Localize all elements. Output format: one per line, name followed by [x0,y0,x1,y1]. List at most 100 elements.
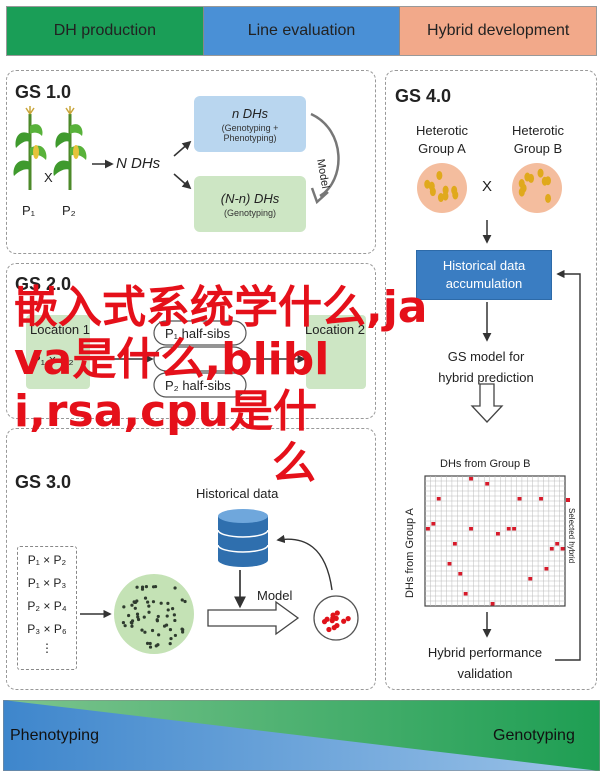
gs4-gs-model-line1: GS model for [447,349,525,364]
selected-hybrid-cell [458,572,463,576]
gs3-panel [6,428,376,690]
gs4-hollow-down-arrow-icon [470,383,504,423]
gs2-location1-box [26,315,90,389]
gs3-graphics [80,509,359,654]
selected-hybrid-cell [452,542,457,546]
population-dot [121,621,126,625]
gs2-half1-label: P₁ half-sibs [165,326,231,341]
selected-hybrid-cell [436,497,441,501]
gs1-prediction-sub: (Genotyping) [223,207,277,218]
population-dot [181,630,185,634]
population-dot [130,624,134,628]
gs4-hist-line2: accumulation [445,276,523,291]
overlay-line-1: 嵌入式系统学什么,ja [14,282,428,333]
selected-dot [321,619,328,625]
legend-swatch [566,498,570,502]
seed-icon [537,168,544,178]
population-dot [181,628,185,632]
selected-hybrid-cell [560,547,565,551]
overlay-line-2: va是什么,blibl [14,334,330,385]
gs3-cross-item: ⋮ [41,641,53,655]
selected-dot [334,622,340,629]
gs3-cross-item: P₂ × P₄ [27,599,67,613]
selected-hybrid-cell [555,542,560,546]
population-dot [122,605,126,609]
gs3-model-label: Model [257,588,293,603]
stage-hybrid-development: Hybrid development [400,7,597,55]
seed-icon [428,181,435,191]
gs4-gs-model-line2: hybrid prediction [438,370,534,385]
population-dot [143,630,147,634]
gs4-title: GS 4.0 [395,86,452,106]
population-dot [183,599,187,604]
gs4-validation-label: Hybrid performance validation [410,642,560,684]
selected-hybrid-cell [469,477,473,481]
selected-hybrid-cell [490,602,495,606]
population-dot [165,614,169,618]
gs2-graphics [26,315,366,398]
population-dot [162,624,167,628]
gs4-group-a-icon [417,163,467,213]
gs1-training-box: n DHs (Genotyping + Phenotyping) [194,96,306,152]
population-dot [180,598,184,602]
gs4-hist-line1: Historical data [442,258,526,273]
population-dot [136,615,140,619]
footer-genotyping: Genotyping [493,727,575,744]
seed-icon [424,179,431,189]
selected-dot [334,610,340,616]
gs4-grid-top-label: DHs from Group B [440,458,531,470]
selected-hybrid-cell [469,527,473,531]
seed-icon [518,179,525,189]
population-dot [168,627,173,632]
seed-icon [442,191,449,201]
stage-header-bar: DH production Line evaluation Hybrid dev… [6,6,597,56]
gs2-p1-halfsibs-pill [153,320,247,346]
population-dot [147,604,151,608]
gs1-cross-symbol: X [44,170,53,185]
population-dot [155,618,159,622]
population-dot [173,586,177,590]
gs3-historical-label: Historical data [196,486,279,501]
gs3-feedback-arrow-icon [276,534,333,591]
seed-icon [437,193,444,203]
population-dot [151,585,156,589]
gs4-historical-box: Historical data accumulation [416,250,552,300]
overlay-watermark-text: 嵌入式系统学什么,ja va是什么,blibl i,rsa,cpu是什 么 [14,282,534,490]
selected-hybrid-cell [431,522,436,526]
selected-hybrid-cell [485,482,490,486]
arrow-to-prediction-icon [173,173,192,190]
population-dot [140,585,145,589]
population-dot [150,628,155,633]
selected-hybrid-cell [517,497,522,501]
gs4-group-b-icon [512,163,562,213]
population-dot [144,585,149,589]
population-dot [156,614,160,619]
population-dot [136,617,141,622]
population-dot [132,600,136,604]
phenotyping-genotyping-bar [3,700,600,771]
selected-hybrid-cell [512,527,517,531]
population-dot [130,619,135,623]
selected-hybrid-cell [463,592,468,596]
gs4-group-b-label: Heterotic Group B [496,122,580,158]
gs3-title: GS 3.0 [15,472,72,492]
gs3-cross-item: P₁ × P₃ [27,576,67,590]
gs2-cross-label: P₁ × P₂ [32,352,74,367]
seed-icon [545,193,552,203]
gs4-group-a-label: Heterotic Group A [400,122,484,158]
population-dot [147,610,151,614]
gs1-prediction-box: (N-n) DHs (Genotyping) [194,176,306,232]
selected-hybrid-cell [539,497,543,501]
population-dot [130,603,134,607]
gs3-cross-list: P₁ × P₂ P₁ × P₃ P₂ × P₄ P₃ × P₆ ⋮ [17,546,77,670]
seed-icon [541,176,548,186]
population-dot [171,607,175,611]
gs3-model-hollow-arrow-icon [207,600,300,636]
population-dot [135,612,140,616]
seed-icon [436,170,443,180]
model-curved-arrow-icon [310,112,340,198]
gs4-group-a-line1: Heterotic [415,123,469,138]
selected-dot [345,616,351,622]
selected-dot [326,626,332,633]
gs4-feedback-loop-icon [555,269,581,661]
